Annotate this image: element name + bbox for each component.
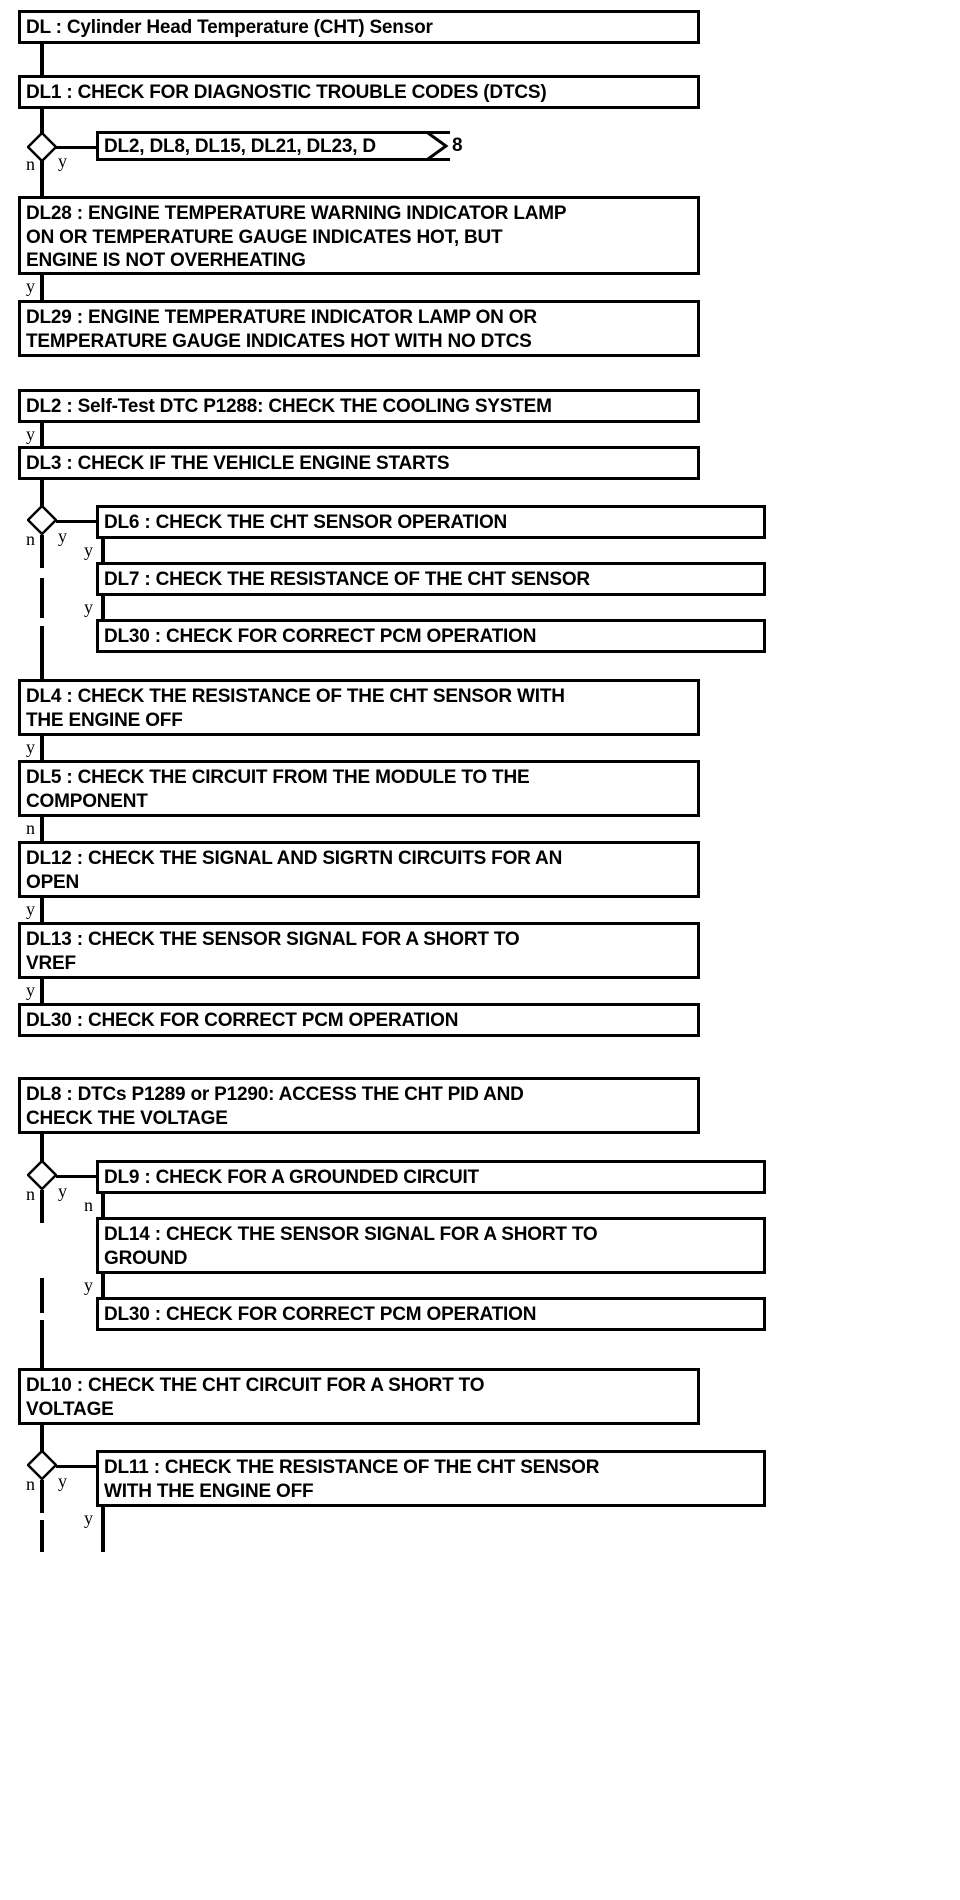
- connector-decision2-no-3: [40, 626, 44, 681]
- connector-DL11-down: [101, 1507, 105, 1552]
- connector-decision4-yes: [56, 1465, 96, 1468]
- connector-decision2-no-2: [40, 578, 44, 618]
- node-DL14[interactable]: DL14 : CHECK THE SENSOR SIGNAL FOR A SHO…: [96, 1217, 766, 1274]
- node-DL7[interactable]: DL7 : CHECK THE RESISTANCE OF THE CHT SE…: [96, 562, 766, 596]
- node-DL30-a[interactable]: DL30 : CHECK FOR CORRECT PCM OPERATION: [96, 619, 766, 653]
- branch-label-decision4-y: y: [58, 1471, 67, 1491]
- connector-DL3-to-decision2: [40, 480, 44, 507]
- branch-label-DL7-y: y: [84, 597, 93, 617]
- node-DL10[interactable]: DL10 : CHECK THE CHT CIRCUIT FOR A SHORT…: [18, 1368, 700, 1425]
- connector-DL4-to-DL5: [40, 736, 44, 762]
- connector-decision3-no-2: [40, 1278, 44, 1313]
- node-DL5[interactable]: DL5 : CHECK THE CIRCUIT FROM THE MODULE …: [18, 760, 700, 817]
- node-DL2[interactable]: DL2 : Self-Test DTC P1288: CHECK THE COO…: [18, 389, 700, 423]
- connector-DL9-to-DL14: [101, 1194, 105, 1219]
- node-DL13[interactable]: DL13 : CHECK THE SENSOR SIGNAL FOR A SHO…: [18, 922, 700, 979]
- node-DL28[interactable]: DL28 : ENGINE TEMPERATURE WARNING INDICA…: [18, 196, 700, 275]
- connector-decision2-no: [40, 535, 44, 568]
- connector-DL8-to-decision3: [40, 1134, 44, 1162]
- connector-decision1-no: [40, 160, 44, 198]
- connector-DL-to-DL1: [40, 44, 44, 78]
- node-DL12[interactable]: DL12 : CHECK THE SIGNAL AND SIGRTN CIRCU…: [18, 841, 700, 898]
- node-DL11[interactable]: DL11 : CHECK THE RESISTANCE OF THE CHT S…: [96, 1450, 766, 1507]
- node-DL4[interactable]: DL4 : CHECK THE RESISTANCE OF THE CHT SE…: [18, 679, 700, 736]
- connector-DL6-to-DL7: [101, 539, 105, 564]
- branch-label-DL4-y: y: [26, 737, 35, 757]
- branch-label-DL28-y: y: [26, 276, 35, 296]
- connector-decision1-yes: [56, 146, 96, 149]
- branch-label-DL2-y: y: [26, 424, 35, 444]
- branch-label-decision2-n: n: [26, 529, 35, 549]
- node-DL-reference-list[interactable]: DL2, DL8, DL15, DL21, DL23, D: [96, 131, 471, 161]
- node-DL29[interactable]: DL29 : ENGINE TEMPERATURE INDICATOR LAMP…: [18, 300, 700, 357]
- connector-DL1-to-decision1: [40, 109, 44, 134]
- connector-DL5-to-DL12: [40, 817, 44, 843]
- branch-label-decision2-y: y: [58, 526, 67, 546]
- branch-label-decision3-n: n: [26, 1184, 35, 1204]
- connector-decision4-no-2: [40, 1520, 44, 1552]
- branch-label-DL6-y: y: [84, 540, 93, 560]
- node-DL-reference-tail: 8: [450, 131, 471, 161]
- connector-DL13-to-DL30b: [40, 979, 44, 1005]
- branch-label-DL12-y: y: [26, 899, 35, 919]
- connector-DL10-to-decision4: [40, 1425, 44, 1452]
- branch-label-DL9-n: n: [84, 1195, 93, 1215]
- branch-label-DL14-y: y: [84, 1275, 93, 1295]
- decision-node-4[interactable]: [27, 1450, 57, 1480]
- node-DL30-c[interactable]: DL30 : CHECK FOR CORRECT PCM OPERATION: [96, 1297, 766, 1331]
- branch-label-decision1-y: y: [58, 151, 67, 171]
- offpage-chevron-icon: [424, 131, 454, 161]
- node-DL3[interactable]: DL3 : CHECK IF THE VEHICLE ENGINE STARTS: [18, 446, 700, 480]
- branch-label-DL11-y: y: [84, 1508, 93, 1528]
- node-DL1[interactable]: DL1 : CHECK FOR DIAGNOSTIC TROUBLE CODES…: [18, 75, 700, 109]
- branch-label-DL13-y: y: [26, 980, 35, 1000]
- node-DL8[interactable]: DL8 : DTCs P1289 or P1290: ACCESS THE CH…: [18, 1077, 700, 1134]
- connector-DL7-to-DL30a: [101, 596, 105, 621]
- branch-label-decision4-n: n: [26, 1474, 35, 1494]
- connector-decision3-no-3: [40, 1320, 44, 1370]
- branch-label-DL5-n: n: [26, 818, 35, 838]
- connector-decision4-no: [40, 1480, 44, 1513]
- connector-decision3-no: [40, 1190, 44, 1223]
- node-DL[interactable]: DL : Cylinder Head Temperature (CHT) Sen…: [18, 10, 700, 44]
- connector-decision3-yes: [56, 1175, 96, 1178]
- node-DL6[interactable]: DL6 : CHECK THE CHT SENSOR OPERATION: [96, 505, 766, 539]
- decision-node-3[interactable]: [27, 1160, 57, 1190]
- node-DL9[interactable]: DL9 : CHECK FOR A GROUNDED CIRCUIT: [96, 1160, 766, 1194]
- branch-label-decision3-y: y: [58, 1181, 67, 1201]
- connector-DL2-to-DL3: [40, 423, 44, 448]
- decision-node-2[interactable]: [27, 505, 57, 535]
- connector-DL28-to-DL29: [40, 275, 44, 302]
- connector-decision2-yes: [56, 520, 96, 523]
- connector-DL12-to-DL13: [40, 898, 44, 924]
- connector-DL14-to-DL30c: [101, 1274, 105, 1299]
- branch-label-decision1-n: n: [26, 154, 35, 174]
- node-DL30-b[interactable]: DL30 : CHECK FOR CORRECT PCM OPERATION: [18, 1003, 700, 1037]
